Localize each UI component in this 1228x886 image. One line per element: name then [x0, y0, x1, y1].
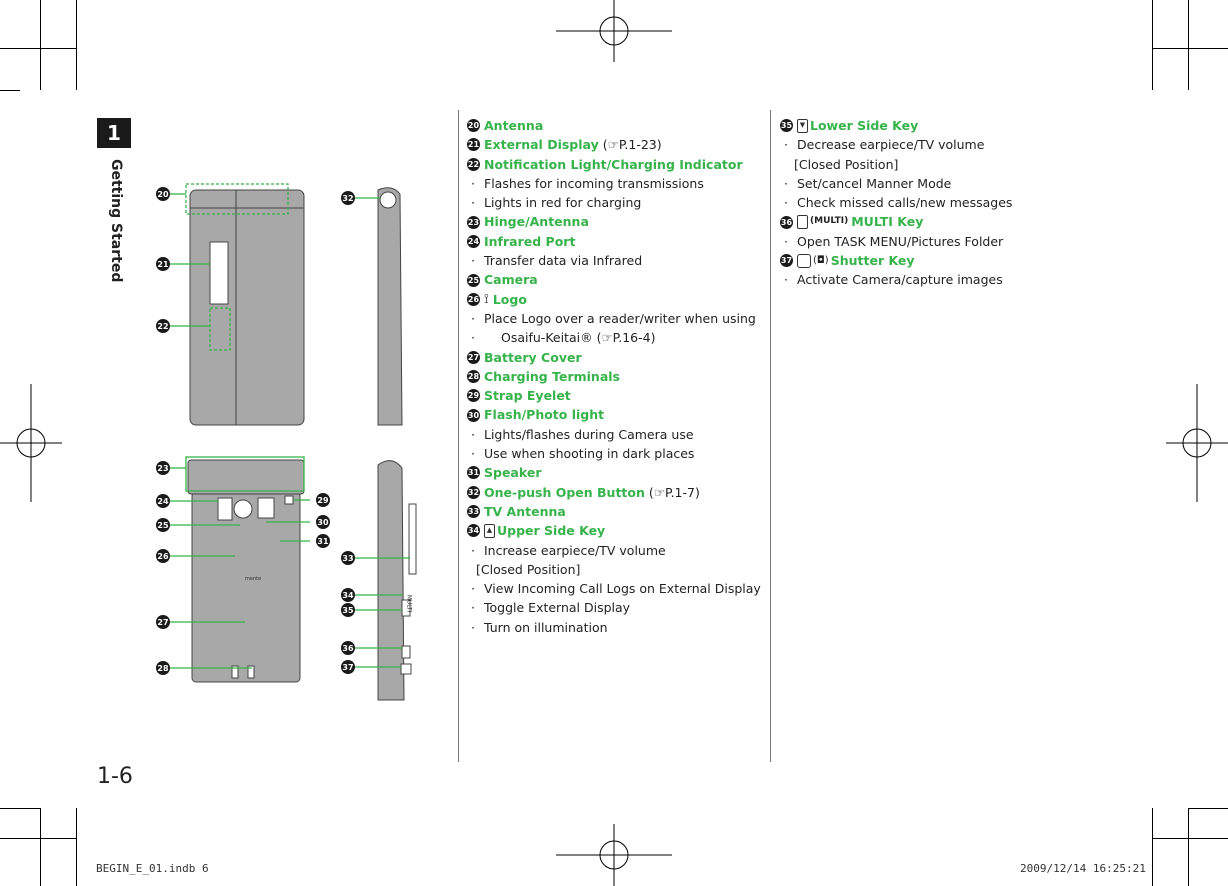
callout-27: 27: [156, 615, 170, 629]
side-multi-text: MULTI: [405, 594, 413, 613]
shutter-key-icon: [797, 253, 811, 268]
callout-37: 37: [341, 660, 355, 674]
column-divider: [458, 110, 459, 762]
column-divider: [770, 110, 771, 762]
charging-terminal: [231, 665, 239, 679]
phone-front-closed: [189, 189, 305, 426]
item-36: 36(MULTI)MULTI Key: [780, 214, 924, 230]
callout-28: 28: [156, 661, 170, 675]
camera-icon: (◘): [813, 255, 829, 267]
tv-antenna: [408, 503, 417, 575]
callout-36: 36: [341, 641, 355, 655]
callout-30: 30: [316, 515, 330, 529]
callout-21: 21: [156, 257, 170, 271]
phone-back: [191, 491, 301, 683]
back-brand-text: mente: [245, 576, 261, 582]
flash-light: [257, 497, 275, 519]
footer-timestamp: 2009/12/14 16:25:21: [1020, 862, 1146, 875]
multi-key: [401, 645, 411, 659]
callout-23: 23: [156, 461, 170, 475]
multi-key-icon: [797, 215, 808, 230]
callout-24: 24: [156, 494, 170, 508]
phone-side-closed: [377, 187, 403, 426]
callout-34: 34: [341, 588, 355, 602]
item-34: 34▲Upper Side Key: [467, 523, 606, 539]
callout-31: 31: [316, 534, 330, 548]
strap-eyelet: [284, 495, 294, 505]
item-26: 26⟟Logo: [467, 290, 767, 309]
external-display: [209, 241, 229, 305]
item-35: 35▼Lower Side Key: [780, 118, 919, 133]
shutter-key: [400, 663, 412, 675]
felica-logo-icon: ⟟: [484, 291, 489, 307]
infrared-port: [217, 497, 233, 521]
phone-side-open: [377, 460, 405, 701]
footer-file-info: BEGIN_E_01.indb 6: [96, 862, 209, 875]
side-key: [401, 599, 411, 617]
open-button: [379, 191, 397, 209]
phone-parts-diagram: mente: [170, 183, 417, 701]
callout-33: 33: [341, 551, 355, 565]
charging-terminal: [247, 665, 255, 679]
callout-20: 20: [156, 187, 170, 201]
chapter-number-tab: 1: [97, 118, 131, 148]
hinge: [187, 459, 305, 495]
chapter-title: Getting Started: [108, 159, 124, 283]
parts-list-col3: 35▼Lower Side Key Decrease earpiece/TV v…: [780, 116, 1080, 290]
callout-29: 29: [316, 493, 330, 507]
callout-26: 26: [156, 549, 170, 563]
page-number: 1-6: [97, 764, 133, 789]
item-37: 37(◘)Shutter Key: [780, 251, 1080, 270]
camera-lens: [233, 499, 253, 519]
lower-key-icon: ▼: [797, 118, 808, 133]
callout-35: 35: [341, 603, 355, 617]
callout-32: 32: [341, 191, 355, 205]
callout-25: 25: [156, 518, 170, 532]
upper-key-icon: ▲: [484, 523, 495, 538]
callout-22: 22: [156, 319, 170, 333]
